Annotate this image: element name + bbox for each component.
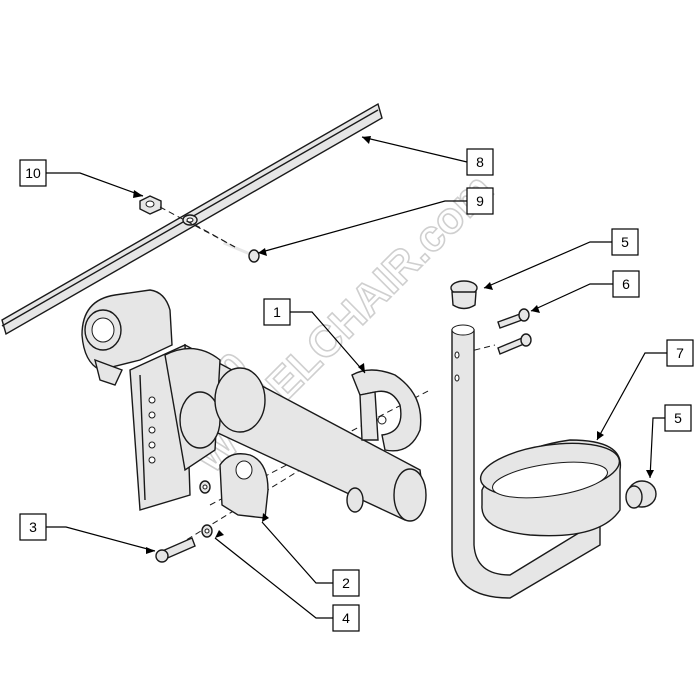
callout-label: 4 bbox=[342, 610, 350, 626]
nut-part bbox=[139, 195, 162, 215]
callout-label: 7 bbox=[676, 345, 684, 361]
washer-part-4 bbox=[199, 480, 213, 538]
screw-part-3 bbox=[155, 537, 196, 563]
callout-8: 8 bbox=[466, 148, 494, 176]
callout-label: 5 bbox=[674, 410, 682, 426]
cup-part-7 bbox=[479, 439, 622, 537]
bracket-holes bbox=[148, 396, 156, 464]
callout-4: 4 bbox=[332, 604, 360, 632]
callout-5-top: 5 bbox=[611, 228, 639, 256]
callout-label: 8 bbox=[476, 154, 484, 170]
callout-label: 5 bbox=[621, 234, 629, 250]
callout-label: 1 bbox=[273, 304, 281, 320]
strap-part bbox=[1, 102, 383, 336]
clamp-part-2 bbox=[219, 453, 269, 519]
leader-lines bbox=[46, 136, 667, 619]
callout-5-side: 5 bbox=[664, 404, 692, 432]
callout-7: 7 bbox=[666, 339, 694, 367]
callout-label: 9 bbox=[476, 193, 484, 209]
callout-9: 9 bbox=[466, 187, 494, 215]
callout-6: 6 bbox=[612, 270, 640, 298]
callout-1: 1 bbox=[263, 298, 291, 326]
callout-10: 10 bbox=[19, 159, 47, 187]
bracket-assembly bbox=[81, 289, 427, 522]
clamp-part-1 bbox=[351, 369, 422, 452]
callout-3: 3 bbox=[19, 513, 47, 541]
callout-label: 10 bbox=[25, 165, 41, 181]
callout-2: 2 bbox=[332, 569, 360, 597]
screw-part-6 bbox=[497, 308, 532, 355]
screw-part-9 bbox=[223, 241, 260, 263]
post-assembly bbox=[451, 324, 601, 599]
callout-label: 3 bbox=[29, 519, 37, 535]
cap-part-5-side bbox=[625, 480, 657, 509]
cap-part-5-top bbox=[450, 280, 478, 310]
callout-label: 2 bbox=[342, 575, 350, 591]
arrowheads bbox=[133, 136, 654, 554]
callout-label: 6 bbox=[622, 276, 630, 292]
